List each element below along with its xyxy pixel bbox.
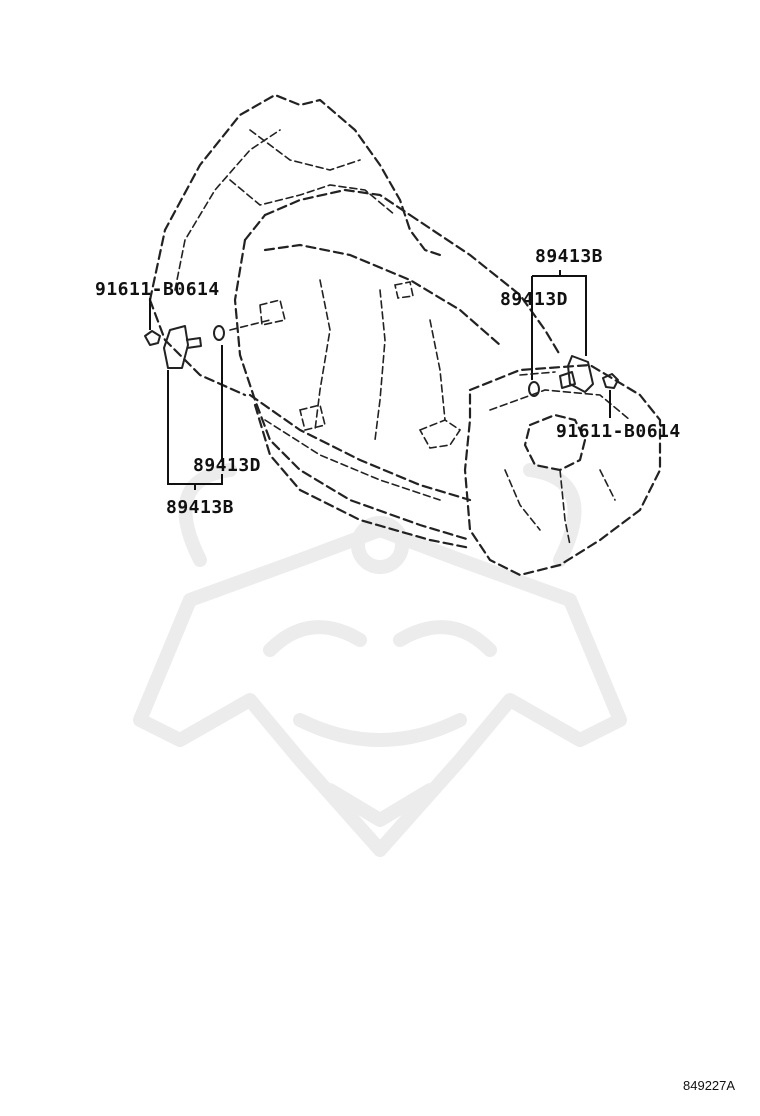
left-bolt-part-number: 91611-B0614 [95, 279, 220, 300]
left-sensor-part-number: 89413B [166, 497, 235, 518]
transmission-case [148, 93, 662, 577]
right-speed-sensor [519, 270, 619, 418]
watermark-emblem [133, 463, 627, 857]
diagram-id: 849227A [683, 1078, 736, 1093]
right-bolt-part-number: 91611-B0614 [556, 421, 681, 442]
right-oring-part-number: 89413D [500, 289, 569, 310]
right-sensor-part-number: 89413B [535, 246, 604, 267]
left-speed-sensor [144, 298, 271, 490]
left-oring-part-number: 89413D [193, 455, 262, 476]
